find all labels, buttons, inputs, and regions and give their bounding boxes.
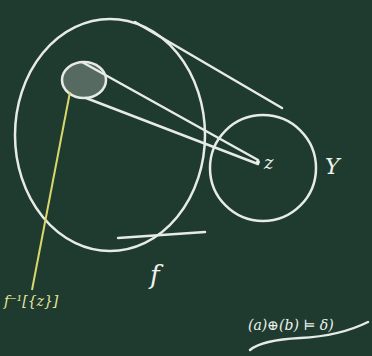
map-bar	[118, 232, 205, 238]
circle-outline	[207, 112, 319, 224]
set-label: Y	[325, 156, 340, 178]
codomain-circle: zY	[207, 112, 319, 224]
formula-note: (a)⊕(b) ⊨ δ)	[248, 318, 334, 332]
function-label: f	[150, 262, 160, 288]
point-label: z	[264, 154, 273, 172]
preimage-label: f⁻¹[{z}]	[4, 294, 58, 308]
domain-ellipse	[15, 19, 205, 251]
preimage-region	[62, 62, 106, 98]
leader-line	[32, 92, 70, 290]
tangent-line	[135, 22, 282, 108]
